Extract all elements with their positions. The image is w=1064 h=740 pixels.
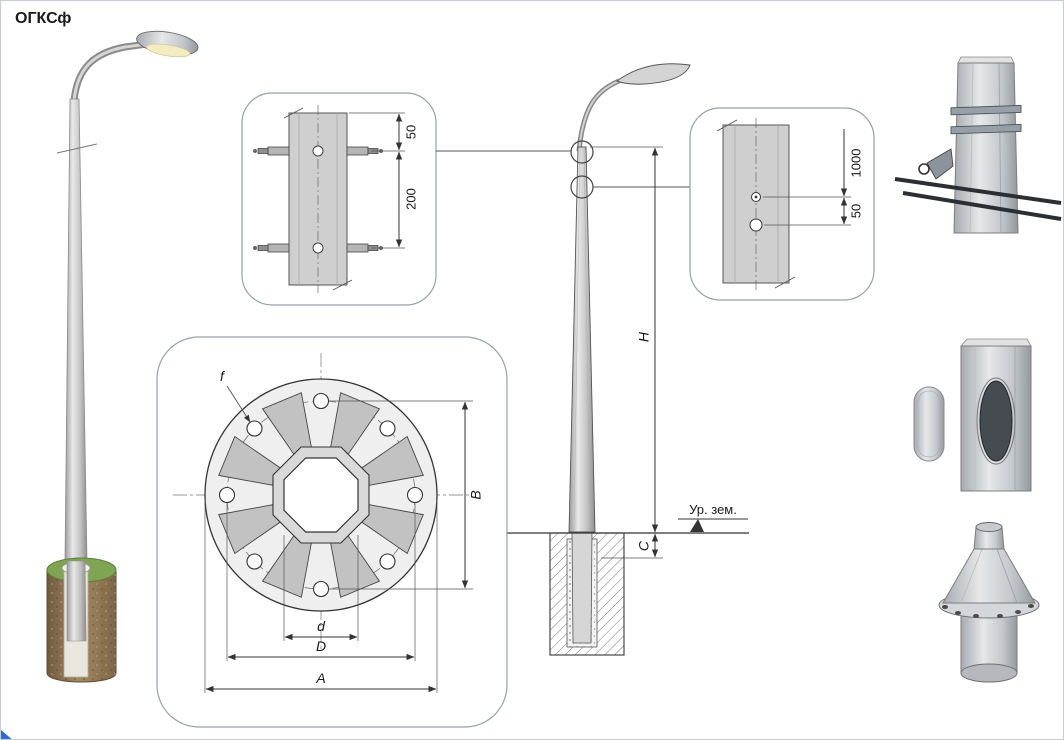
break-mark (716, 119, 738, 132)
break-mark (774, 276, 796, 289)
pole-3d-render (46, 30, 199, 683)
elevation-luminaire (615, 63, 691, 85)
top-opening (975, 522, 1003, 532)
corner-mark (1, 730, 12, 739)
flange-ring-holes (942, 604, 1034, 618)
dim-text-50: 50 (403, 125, 418, 139)
render-band-clamp (894, 56, 1062, 234)
bolt-holes (218, 392, 424, 598)
dim-text-d: d (317, 618, 326, 634)
access-hole (749, 218, 763, 232)
pole-3d-shaft (64, 98, 88, 562)
band-strap-lower (950, 123, 1022, 135)
octagon-hole (283, 457, 359, 533)
pole-3d-break-mark (56, 143, 98, 154)
render-access-hatch (913, 338, 1032, 492)
hatch-cover (913, 386, 945, 462)
detail-callout-right: 1000 50 (689, 107, 875, 301)
guy-rod-2 (902, 191, 1062, 221)
dim-text-C: C (636, 540, 652, 551)
band-tensioner (926, 148, 954, 180)
tensioner-ring (918, 163, 930, 175)
dim-text-50: 50 (848, 204, 863, 218)
dim-text-200: 200 (403, 188, 418, 210)
ground-level-symbol (690, 519, 704, 532)
dim-text-H: H (636, 331, 652, 342)
pole-elevation: Ур. зем. H C (507, 63, 749, 656)
dimension-lines (763, 196, 851, 226)
break-mark (332, 279, 353, 291)
detail-callout-top: 50 200 (241, 92, 437, 306)
dim-text-B: B (468, 490, 484, 499)
dimension-lines (349, 112, 405, 249)
ground-level-label: Ур. зем. (689, 502, 737, 517)
break-mark (283, 107, 304, 119)
clamp-mark-upper (570, 140, 594, 164)
pole-3d-luminaire (136, 30, 199, 58)
guy-rod-1 (894, 177, 1062, 205)
elevation-foundation (549, 532, 625, 656)
dim-text-f: f (220, 368, 226, 384)
dim-text-1000: 1000 (848, 149, 863, 178)
pole-3d-foundation (46, 557, 117, 683)
render-base-flange (938, 522, 1040, 683)
embedded-shaft (571, 532, 593, 644)
band-strap-upper (950, 104, 1022, 116)
page-title: ОГКСф (15, 10, 71, 27)
hatch-opening (979, 380, 1013, 462)
elevation-shaft (568, 146, 596, 533)
dim-text-A: A (315, 670, 325, 686)
hatch-rim (976, 377, 1016, 465)
pole-3d-arm (70, 40, 148, 102)
clamp-bolt-row-upper (253, 145, 383, 157)
clamp-bolt-row-lower (253, 242, 383, 254)
clamp-mark-lower (570, 175, 594, 199)
dim-text-D: D (316, 638, 326, 654)
lamp-glow (146, 43, 191, 58)
conical-skirt (942, 548, 1036, 604)
leader-f (226, 385, 251, 423)
column-top-cap (957, 56, 1015, 64)
flange-detail-callout: f B d D A (156, 336, 508, 728)
